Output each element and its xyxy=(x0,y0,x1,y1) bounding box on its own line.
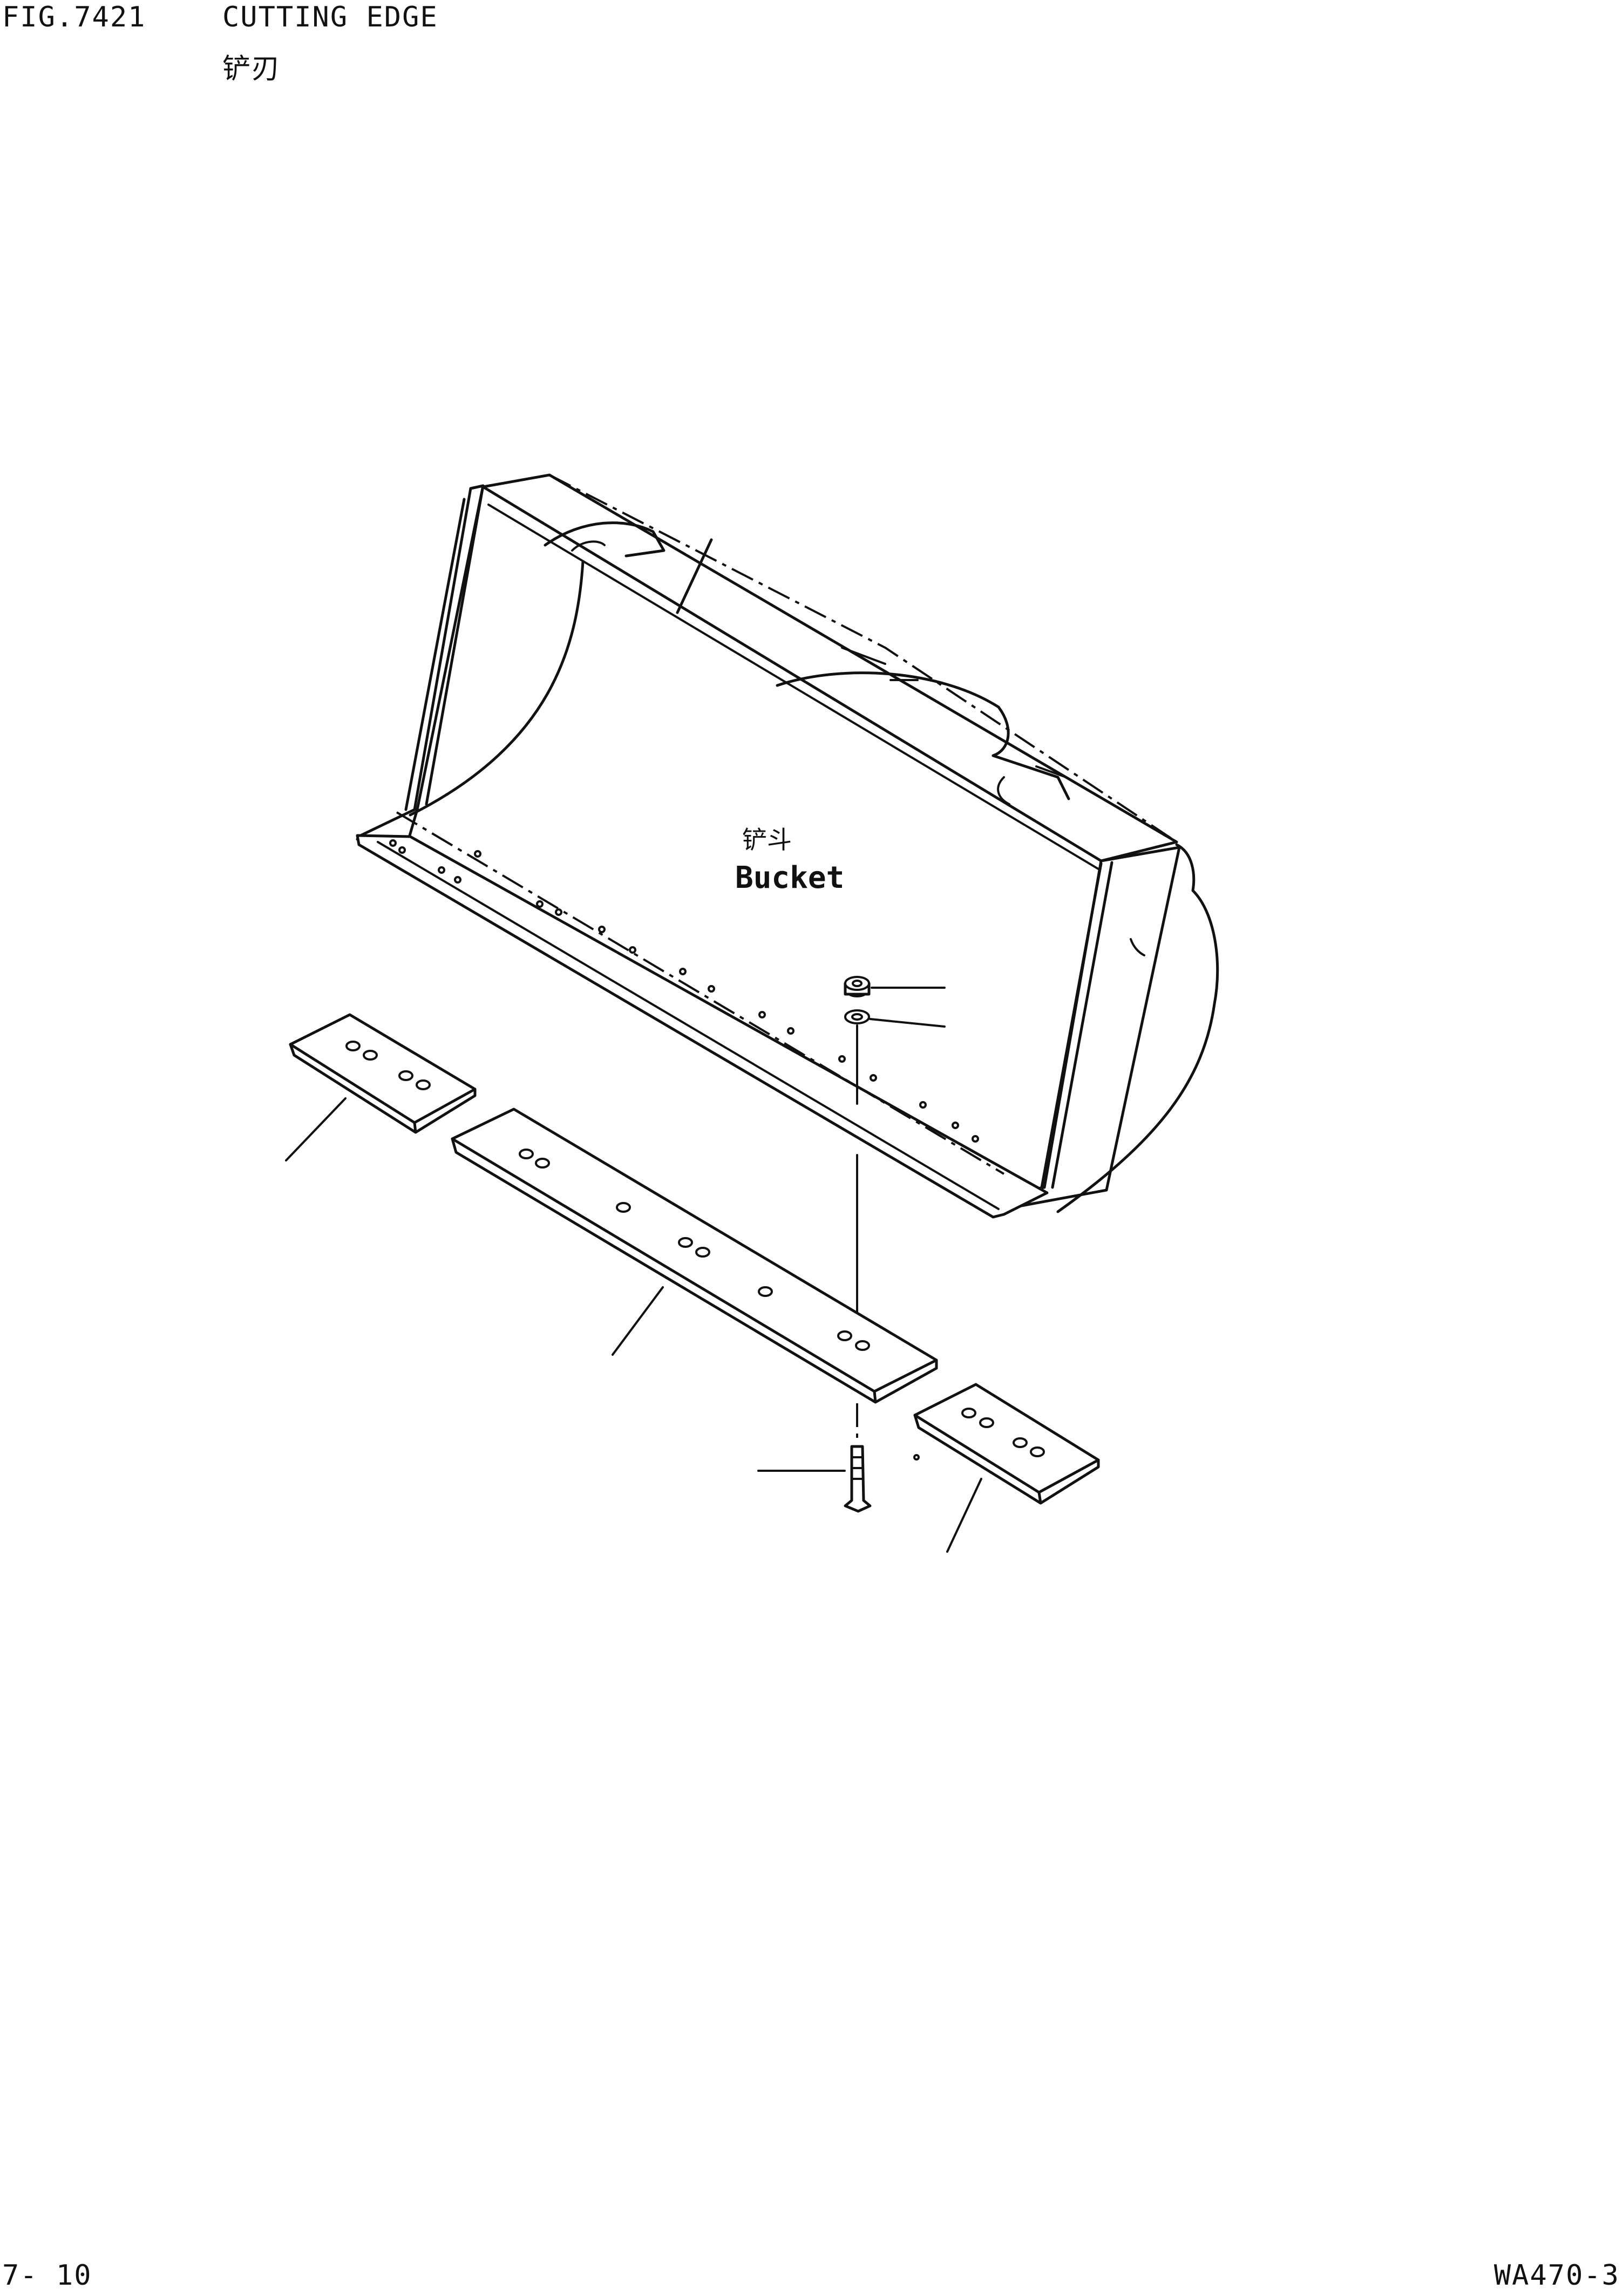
end-bit-left xyxy=(285,1013,477,1161)
figure-title-chinese: 铲刃 xyxy=(222,53,281,85)
nut-icon xyxy=(844,976,871,997)
end-bit-right xyxy=(913,1383,1100,1553)
figure-title-english: CUTTING EDGE xyxy=(222,1,438,33)
figure-number: FIG.7421 xyxy=(2,1,146,33)
page-number: 7- 10 xyxy=(2,2259,92,2292)
bucket-bolt-holes xyxy=(389,839,979,1143)
bucket-label-english: Bucket xyxy=(735,860,844,895)
cutting-edge-center xyxy=(451,1108,938,1404)
bucket-curved-back xyxy=(1056,843,1219,1213)
bucket-right-side-plate xyxy=(992,846,1181,1211)
bucket-top-beam xyxy=(481,473,1178,862)
fastener-stack xyxy=(757,976,946,1513)
plow-bolt-icon xyxy=(844,1445,872,1513)
bucket-left-side-plate xyxy=(356,484,485,841)
bucket-drawing: 铲斗 Bucket xyxy=(356,473,1219,1219)
washer-icon xyxy=(844,1009,870,1024)
bucket-label-chinese: 铲斗 xyxy=(742,825,792,854)
model-code: WA470-3 xyxy=(1493,2259,1620,2292)
